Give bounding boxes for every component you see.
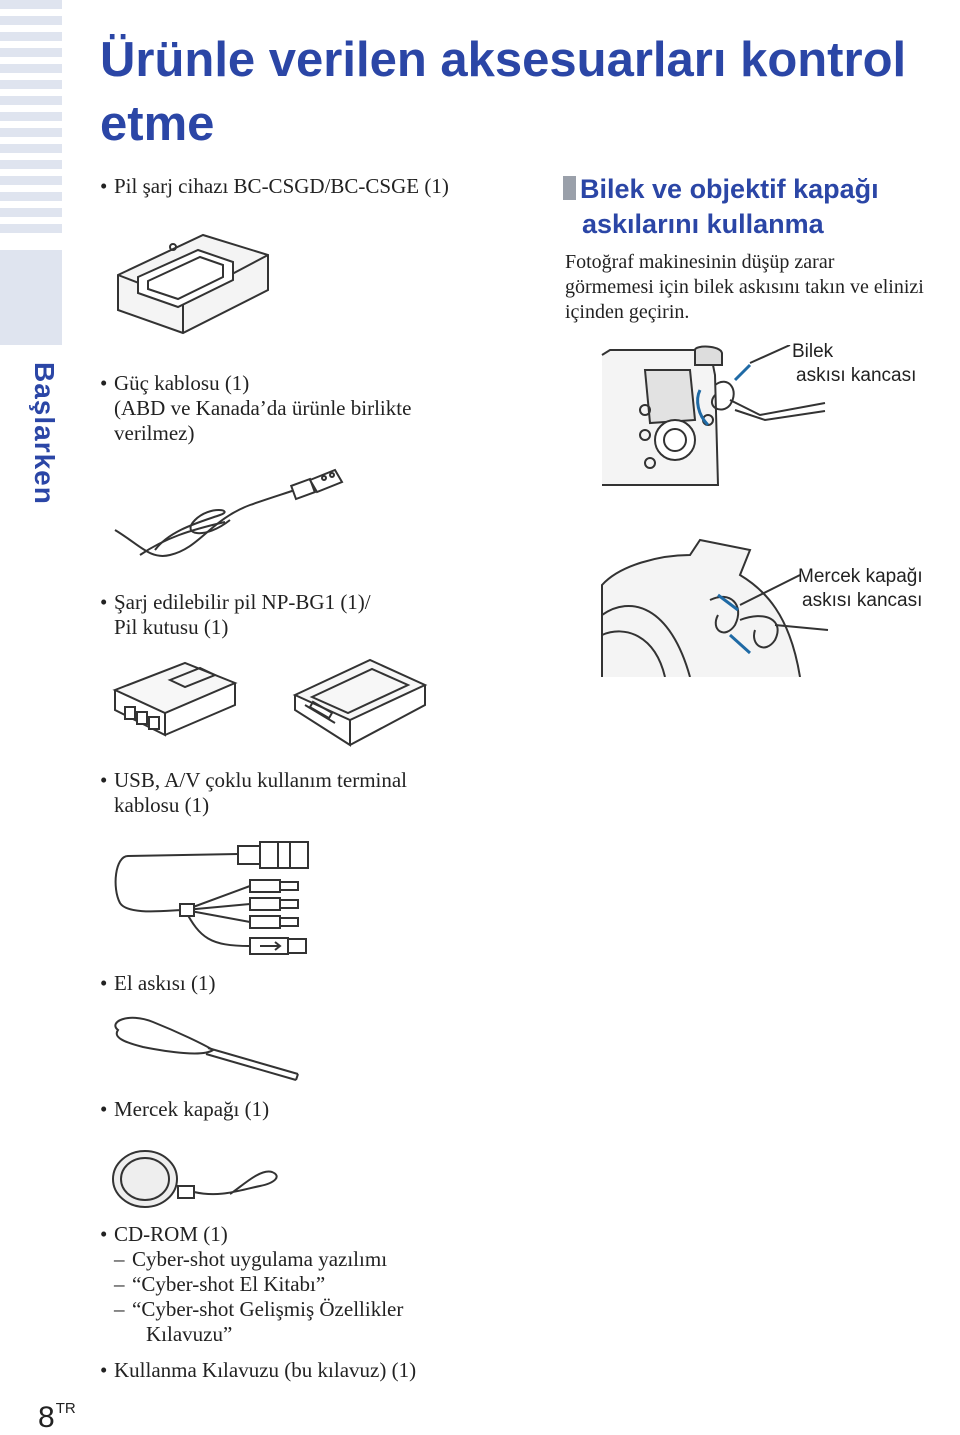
lens-cap-illustration — [112, 1150, 278, 1208]
list-item-usb-cable: •USB, A/V çoklu kullanım terminal kablos… — [100, 768, 408, 817]
section-heading: Bilek ve objektif kapağı askılarını kull… — [563, 172, 953, 242]
cd-rom-subitem: –“Cyber-shot El Kitabı” — [114, 1272, 326, 1296]
sidebar-block — [0, 250, 62, 345]
callout-wrist-hook: Bilek askısı kancası — [792, 341, 917, 386]
list-item-power-cord: •Güç kablosu (1) (ABD ve Kanada’da ürünl… — [100, 371, 412, 445]
cd-rom-subitem: –“Cyber-shot Gelişmiş Özellikler Kılavuz… — [114, 1297, 404, 1346]
wrist-strap-hook-illustration — [601, 345, 826, 486]
power-cord-illustration — [114, 468, 344, 557]
list-item-cd-rom: •CD-ROM (1) –Cyber-shot uygulama yazılım… — [100, 1222, 404, 1346]
page-number: 8TR — [38, 1400, 76, 1434]
section-body: Fotoğraf makinesinin düşüp zarar görmeme… — [565, 251, 924, 323]
battery-case-illustration — [292, 658, 428, 747]
cd-rom-subitem: –Cyber-shot uygulama yazılımı — [114, 1247, 388, 1271]
list-item-wrist-strap: •El askısı (1) — [100, 971, 216, 995]
usb-av-cable-illustration — [114, 841, 309, 955]
list-item-lens-cap: •Mercek kapağı (1) — [100, 1097, 270, 1121]
battery-pack-illustration — [112, 661, 238, 737]
lens-cap-hook-illustration — [601, 538, 829, 677]
sidebar-tab-label: Başlarken — [29, 362, 60, 505]
sidebar-stripes — [0, 0, 62, 345]
list-item-charger: •Pil şarj cihazı BC-CSGD/BC-CSGE (1) — [100, 174, 449, 198]
section-marker — [563, 176, 576, 200]
page-title: Ürünle verilen aksesuarları kontrol etme — [100, 33, 907, 151]
battery-charger-illustration — [117, 233, 269, 335]
callout-lens-cap-hook: Mercek kapağı askısı kancası — [798, 566, 923, 611]
list-item-battery: •Şarj edilebilir pil NP-BG1 (1)/ Pil kut… — [100, 590, 371, 639]
wrist-strap-illustration — [114, 1016, 299, 1081]
list-item-manual: •Kullanma Kılavuzu (bu kılavuz) (1) — [100, 1358, 417, 1382]
